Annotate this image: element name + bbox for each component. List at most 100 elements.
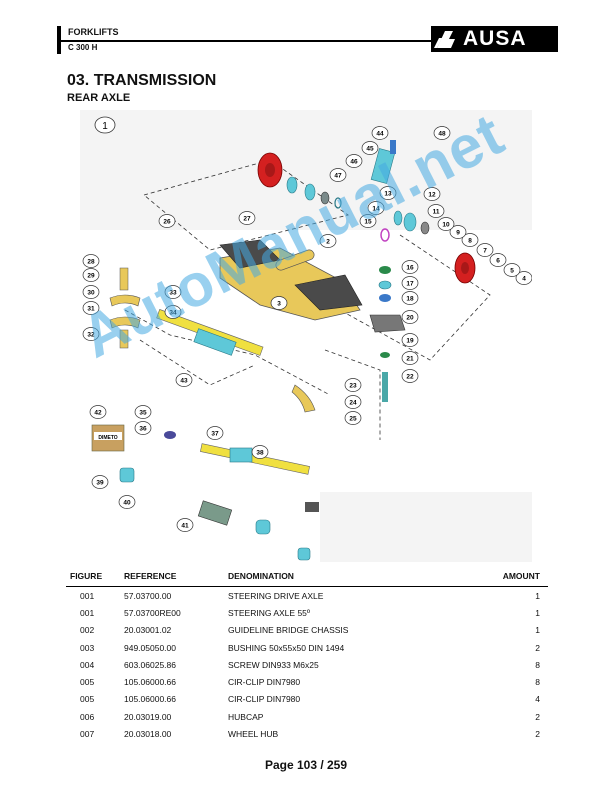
callout-label: 6: [496, 258, 500, 265]
cell-denomination: STEERING AXLE 55º: [228, 607, 310, 618]
callout-5: 5: [503, 263, 521, 277]
callout-label: 40: [123, 500, 131, 507]
cell-reference: 57.03700RE00: [124, 607, 181, 618]
callout-label: 28: [87, 259, 95, 266]
cell-figure: 006: [80, 711, 95, 722]
callout-label: 34: [169, 310, 177, 317]
callout-label: 25: [349, 416, 357, 423]
callout-46: 46: [345, 154, 363, 168]
callout-label: 29: [87, 273, 95, 280]
section-subtitle: REAR AXLE: [67, 92, 131, 104]
callout-44: 44: [371, 126, 389, 140]
callout-label: 30: [87, 290, 95, 297]
callout-label: 33: [169, 290, 177, 297]
callout-label: 45: [366, 146, 374, 153]
cell-amount: 1: [535, 625, 540, 636]
section-title: 03. TRANSMISSION: [67, 72, 217, 89]
callout-42: 42: [89, 405, 107, 419]
callout-20: 20: [401, 310, 419, 324]
table-row: 002 20.03001.02 GUIDELINE BRIDGE CHASSIS 1: [66, 622, 548, 639]
callout-22: 22: [401, 369, 419, 383]
cell-amount: 2: [535, 642, 540, 653]
callout-13: 13: [379, 186, 397, 200]
kit-box-label: DIMETO: [98, 435, 117, 441]
callout-25: 25: [344, 411, 362, 425]
cell-amount: 2: [535, 729, 540, 740]
table-row: 001 57.03700RE00 STEERING AXLE 55º 1: [66, 604, 548, 621]
cell-reference: 949.05050.00: [124, 642, 176, 653]
callout-24: 24: [344, 395, 362, 409]
callout-6: 6: [489, 253, 507, 267]
callout-label: 5: [510, 268, 514, 275]
brand-name: AUSA: [463, 27, 527, 50]
callout-48: 48: [433, 126, 451, 140]
callout-32: 32: [82, 327, 100, 341]
callout-label: 27: [243, 216, 251, 223]
callout-label: 17: [406, 281, 414, 288]
callout-43: 43: [175, 373, 193, 387]
callout-19: 19: [401, 333, 419, 347]
cell-figure: 007: [80, 729, 95, 740]
header-rule: [61, 40, 431, 42]
callout-label: 4: [522, 276, 526, 283]
cell-amount: 1: [535, 590, 540, 601]
callout-label: 26: [163, 219, 171, 226]
callout-36: 36: [134, 421, 152, 435]
cell-reference: 20.03019.00: [124, 711, 172, 722]
cell-figure: 005: [80, 677, 95, 688]
cell-figure: 003: [80, 642, 95, 653]
cell-amount: 1: [535, 607, 540, 618]
callout-label: 10: [442, 222, 450, 229]
callout-label: 15: [364, 219, 372, 226]
cell-figure: 001: [80, 590, 95, 601]
cell-reference: 20.03001.02: [124, 625, 172, 636]
callout-12: 12: [423, 187, 441, 201]
callout-27: 27: [238, 211, 256, 225]
callout-14: 14: [367, 201, 385, 215]
callout-31: 31: [82, 301, 100, 315]
callout-label: 22: [406, 374, 414, 381]
callout-10: 10: [437, 217, 455, 231]
callout-label: 21: [406, 356, 414, 363]
callout-label: 43: [180, 378, 188, 385]
callout-label: 23: [349, 383, 357, 390]
callout-label: 12: [428, 192, 436, 199]
parts-table-header: FIGURE REFERENCE DENOMINATION AMOUNT: [66, 568, 548, 587]
callout-30: 30: [82, 285, 100, 299]
cell-figure: 005: [80, 694, 95, 705]
callout-35: 35: [134, 405, 152, 419]
cell-amount: 8: [535, 659, 540, 670]
callout-label: 13: [384, 191, 392, 198]
parts-table: FIGURE REFERENCE DENOMINATION AMOUNT 001…: [66, 568, 548, 743]
cell-denomination: WHEEL HUB: [228, 729, 279, 740]
col-header-figure: FIGURE: [66, 568, 120, 587]
diagram-drawing: DIMETO 1 2345678910111213141516171819202…: [80, 110, 533, 562]
callout-38: 38: [251, 445, 269, 459]
callout-label: 42: [94, 410, 102, 417]
callout-label: 46: [350, 159, 358, 166]
callout-33: 33: [164, 285, 182, 299]
callout-8: 8: [461, 233, 479, 247]
cell-figure: 002: [80, 625, 95, 636]
cell-denomination: SCREW DIN933 M6x25: [228, 659, 319, 670]
callout-label: 3: [277, 301, 281, 308]
cell-denomination: GUIDELINE BRIDGE CHASSIS: [228, 625, 349, 636]
header-accent-bar: [57, 26, 61, 54]
callout-16: 16: [401, 260, 419, 274]
callout-2: 2: [319, 234, 337, 248]
callout-label: 31: [87, 306, 95, 313]
header-category: FORKLIFTS: [68, 27, 119, 37]
callout-47: 47: [329, 168, 347, 182]
cell-reference: 105.06000.66: [124, 677, 176, 688]
callout-3: 3: [270, 296, 288, 310]
callout-label: 20: [406, 315, 414, 322]
cell-figure: 001: [80, 607, 95, 618]
callout-label: 47: [334, 173, 342, 180]
callout-40: 40: [118, 495, 136, 509]
callout-37: 37: [206, 426, 224, 440]
callout-23: 23: [344, 378, 362, 392]
